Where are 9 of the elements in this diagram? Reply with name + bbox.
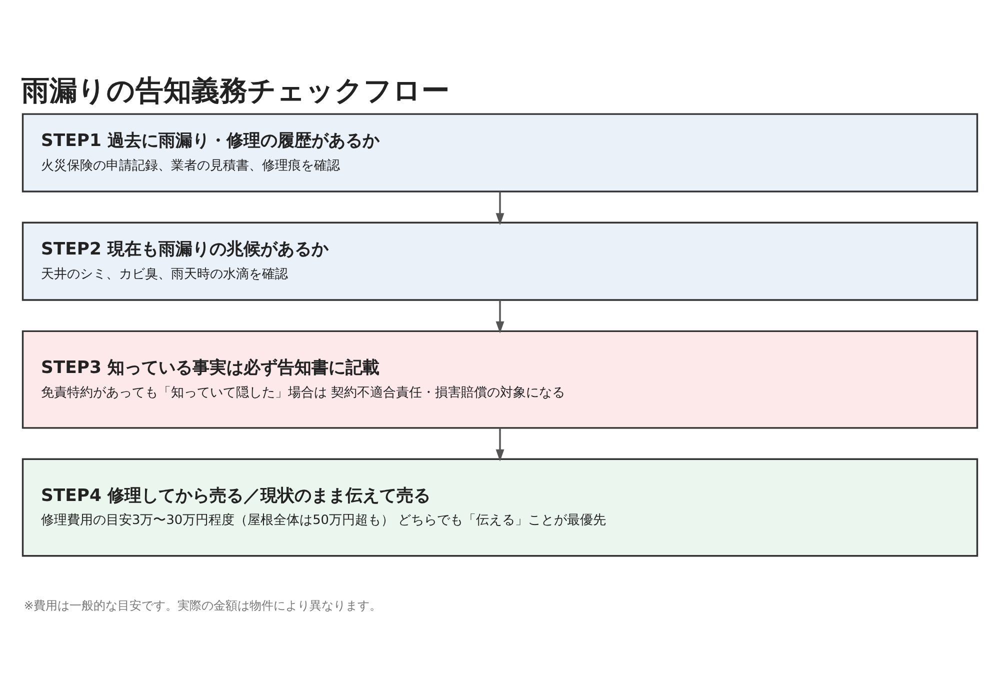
arrow: [496, 192, 504, 226]
arrow: [496, 300, 504, 334]
node-box: STEP4 修理してから売る／現状のまま伝えて売る 修理費用の目安3万〜30万円程度（屋根全体は50万円超も） どちらでも「伝える」ことが最優先: [22, 458, 978, 557]
node-box: STEP3 知っている事実は必ず告知書に記載 免責特約があっても「知っていて隠した」場合は 契約不適合責任・損害賠償の対象になる: [22, 330, 978, 429]
node-box: STEP1 過去に雨漏り・修理の履歴があるか 火災保険の申請記録、業者の見積書、修理痕を確認: [22, 113, 978, 192]
arrow: [496, 428, 504, 462]
diagram-title: 雨漏りの告知義務チェックフロー: [22, 74, 450, 107]
caption: ※費用は一般的な目安です。実際の金額は物件により異なります。: [24, 598, 382, 612]
node-box: STEP2 現在も雨漏りの兆候があるか 天井のシミ、カビ臭、雨天時の水滴を確認: [22, 222, 978, 301]
